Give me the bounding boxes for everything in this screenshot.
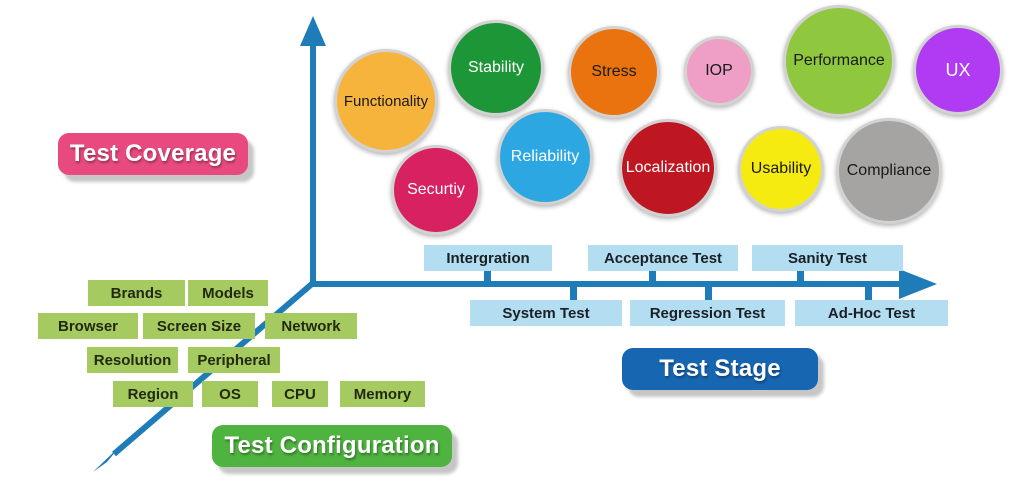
coverage-circle-securtiy: Securtiy (391, 145, 481, 235)
test-coverage-label: Test Coverage (58, 133, 248, 175)
config-box-network: Network (265, 313, 357, 339)
config-box-models: Models (188, 280, 268, 306)
config-box-peripheral: Peripheral (188, 347, 280, 373)
coverage-circle-iop: IOP (684, 36, 754, 106)
coverage-circle-stress: Stress (568, 26, 660, 118)
config-box-label: Peripheral (197, 351, 271, 369)
stage-box-regression-test: Regression Test (630, 300, 785, 326)
stage-box-intergration: Intergration (424, 245, 552, 271)
coverage-circle-label: Compliance (846, 162, 932, 179)
config-box-os: OS (202, 381, 258, 407)
stage-tick-system-test (570, 284, 577, 301)
stage-box-label: Regression Test (649, 304, 766, 322)
coverage-circle-ux: UX (913, 25, 1003, 115)
config-box-label: OS (219, 385, 241, 403)
test-coverage-label-text: Test Coverage (69, 140, 237, 167)
stage-box-system-test: System Test (470, 300, 622, 326)
coverage-circle-stability: Stability (448, 20, 544, 116)
test-stage-label: Test Stage (622, 348, 818, 390)
coverage-circle-reliability: Reliability (497, 109, 593, 205)
coverage-circle-label: Stress (591, 63, 637, 80)
stage-tick-acceptance-test (649, 268, 656, 285)
config-box-screen-size: Screen Size (143, 313, 255, 339)
coverage-circle-functionality: Functionality (334, 49, 438, 153)
stage-box-ad-hoc-test: Ad-Hoc Test (795, 300, 948, 326)
config-box-cpu: CPU (272, 381, 328, 407)
coverage-circle-localization: Localization (619, 119, 717, 217)
down-left-arrowhead-icon (93, 445, 121, 472)
stage-tick-intergration (484, 268, 491, 285)
coverage-circle-label: Securtiy (407, 181, 465, 198)
coverage-circle-label: Stability (467, 59, 525, 76)
config-box-brands: Brands (88, 280, 185, 306)
config-box-label: Browser (57, 317, 119, 335)
coverage-circle-label: UX (945, 59, 971, 80)
coverage-circle-label: Usability (750, 160, 812, 177)
coverage-circle-label: IOP (705, 62, 733, 79)
stage-tick-ad-hoc-test (865, 284, 872, 301)
config-box-resolution: Resolution (87, 347, 178, 373)
coverage-circle-compliance: Compliance (836, 118, 942, 224)
config-box-label: Region (127, 385, 179, 403)
test-stage-label-text: Test Stage (659, 355, 781, 382)
config-box-label: Models (202, 284, 254, 302)
test-configuration-label: Test Configuration (212, 425, 452, 467)
config-box-region: Region (113, 381, 193, 407)
stage-box-label: Sanity Test (788, 249, 867, 267)
coverage-circle-label: Localization (625, 159, 711, 176)
coverage-circle-label: Reliability (510, 148, 580, 165)
stage-box-label: Intergration (446, 249, 530, 267)
stage-box-label: Acceptance Test (603, 249, 723, 267)
coverage-circle-usability: Usability (738, 126, 824, 212)
config-box-label: Screen Size (156, 317, 242, 335)
coverage-circle-label: Functionality (343, 92, 429, 110)
config-box-label: Memory (353, 385, 412, 403)
coverage-circle-label: Performance (793, 52, 885, 69)
right-arrowhead-icon (899, 269, 937, 299)
config-box-browser: Browser (38, 313, 138, 339)
stage-tick-regression-test (705, 284, 712, 301)
up-arrowhead-icon (300, 16, 326, 46)
config-box-label: Resolution (93, 351, 172, 369)
stage-box-label: System Test (502, 304, 590, 322)
coverage-circle-performance: Performance (783, 5, 895, 117)
stage-box-label: Ad-Hoc Test (827, 304, 916, 322)
stage-tick-sanity-test (797, 268, 804, 285)
config-box-memory: Memory (340, 381, 425, 407)
stage-box-sanity-test: Sanity Test (752, 245, 903, 271)
config-box-label: CPU (284, 385, 316, 403)
stage-box-acceptance-test: Acceptance Test (588, 245, 738, 271)
config-box-label: Brands (110, 284, 163, 302)
test-configuration-label-text: Test Configuration (224, 432, 440, 459)
config-box-label: Network (281, 317, 341, 335)
